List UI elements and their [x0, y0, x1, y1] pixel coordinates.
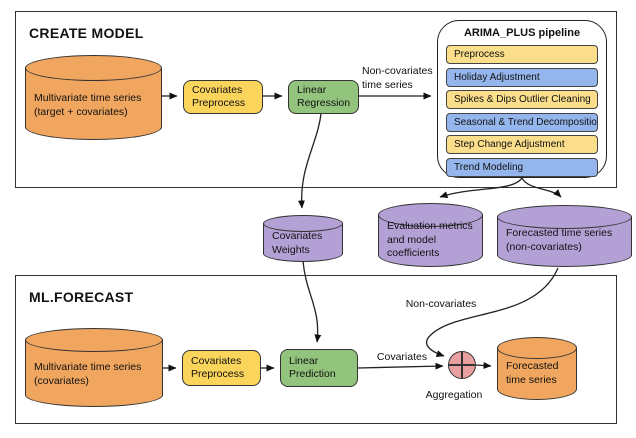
cylinder-label: Evaluation metrics and model coefficient…	[387, 220, 473, 259]
cylinder-label: Forecasted time series	[506, 360, 559, 386]
pipeline-step-seasonal-trend: Seasonal & Trend Decomposition	[446, 112, 598, 132]
cylinder-top	[378, 203, 483, 227]
pipeline-step-preprocess: Preprocess	[446, 45, 598, 64]
cylinder-top	[497, 205, 632, 229]
forecasted-time-series-cylinder: Forecasted time series	[497, 337, 577, 400]
noncovariates-label: Non-covariates	[405, 298, 477, 310]
linear-regression-node: Linear Regression	[288, 80, 359, 114]
covariates-weights-cylinder: Covariates Weights	[263, 215, 343, 262]
cylinder-label: Multivariate time series (covariates)	[34, 361, 142, 387]
covariates-preprocess-node-top: Covariates Preprocess	[183, 80, 263, 114]
cylinder-top	[497, 337, 577, 359]
cylinder-top	[25, 328, 163, 352]
pipeline-step-step-change: Step Change Adjustment	[446, 135, 598, 154]
multivariate-covariates-cylinder: Multivariate time series (covariates)	[25, 328, 163, 407]
cylinder-top	[263, 215, 343, 232]
arima-plus-pipeline-title: ARIMA_PLUS pipeline	[463, 27, 581, 39]
pipeline-step-trend-modeling: Trend Modeling	[446, 157, 598, 177]
evaluation-metrics-cylinder: Evaluation metrics and model coefficient…	[378, 203, 483, 267]
aggregation-node	[448, 351, 476, 379]
covariates-preprocess-node-bottom: Covariates Preprocess	[182, 350, 261, 386]
aggregation-label: Aggregation	[425, 389, 483, 401]
covariates-label: Covariates	[376, 351, 428, 363]
pipeline-steps: Preprocess Holiday Adjustment Spikes & D…	[446, 45, 598, 177]
pipeline-step-spikes-dips: Spikes & Dips Outlier Cleaning	[446, 90, 598, 109]
arima-plus-pipeline-container: ARIMA_PLUS pipeline Preprocess Holiday A…	[437, 20, 607, 178]
linear-prediction-node: Linear Prediction	[280, 349, 358, 387]
cylinder-label: Forecasted time series (non-covariates)	[506, 227, 613, 253]
multivariate-target-covariates-cylinder: Multivariate time series (target + covar…	[25, 55, 162, 140]
pipeline-step-holiday-adjustment: Holiday Adjustment	[446, 67, 598, 87]
noncovariates-time-series-label: Non-covariates time series	[362, 65, 433, 91]
cylinder-top	[25, 55, 162, 81]
forecasted-noncovariates-cylinder: Forecasted time series (non-covariates)	[497, 205, 632, 267]
create-model-title: CREATE MODEL	[29, 25, 144, 41]
cylinder-label: Covariates Weights	[272, 230, 323, 256]
cylinder-label: Multivariate time series (target + covar…	[34, 92, 142, 118]
ml-forecast-title: ML.FORECAST	[29, 289, 134, 305]
